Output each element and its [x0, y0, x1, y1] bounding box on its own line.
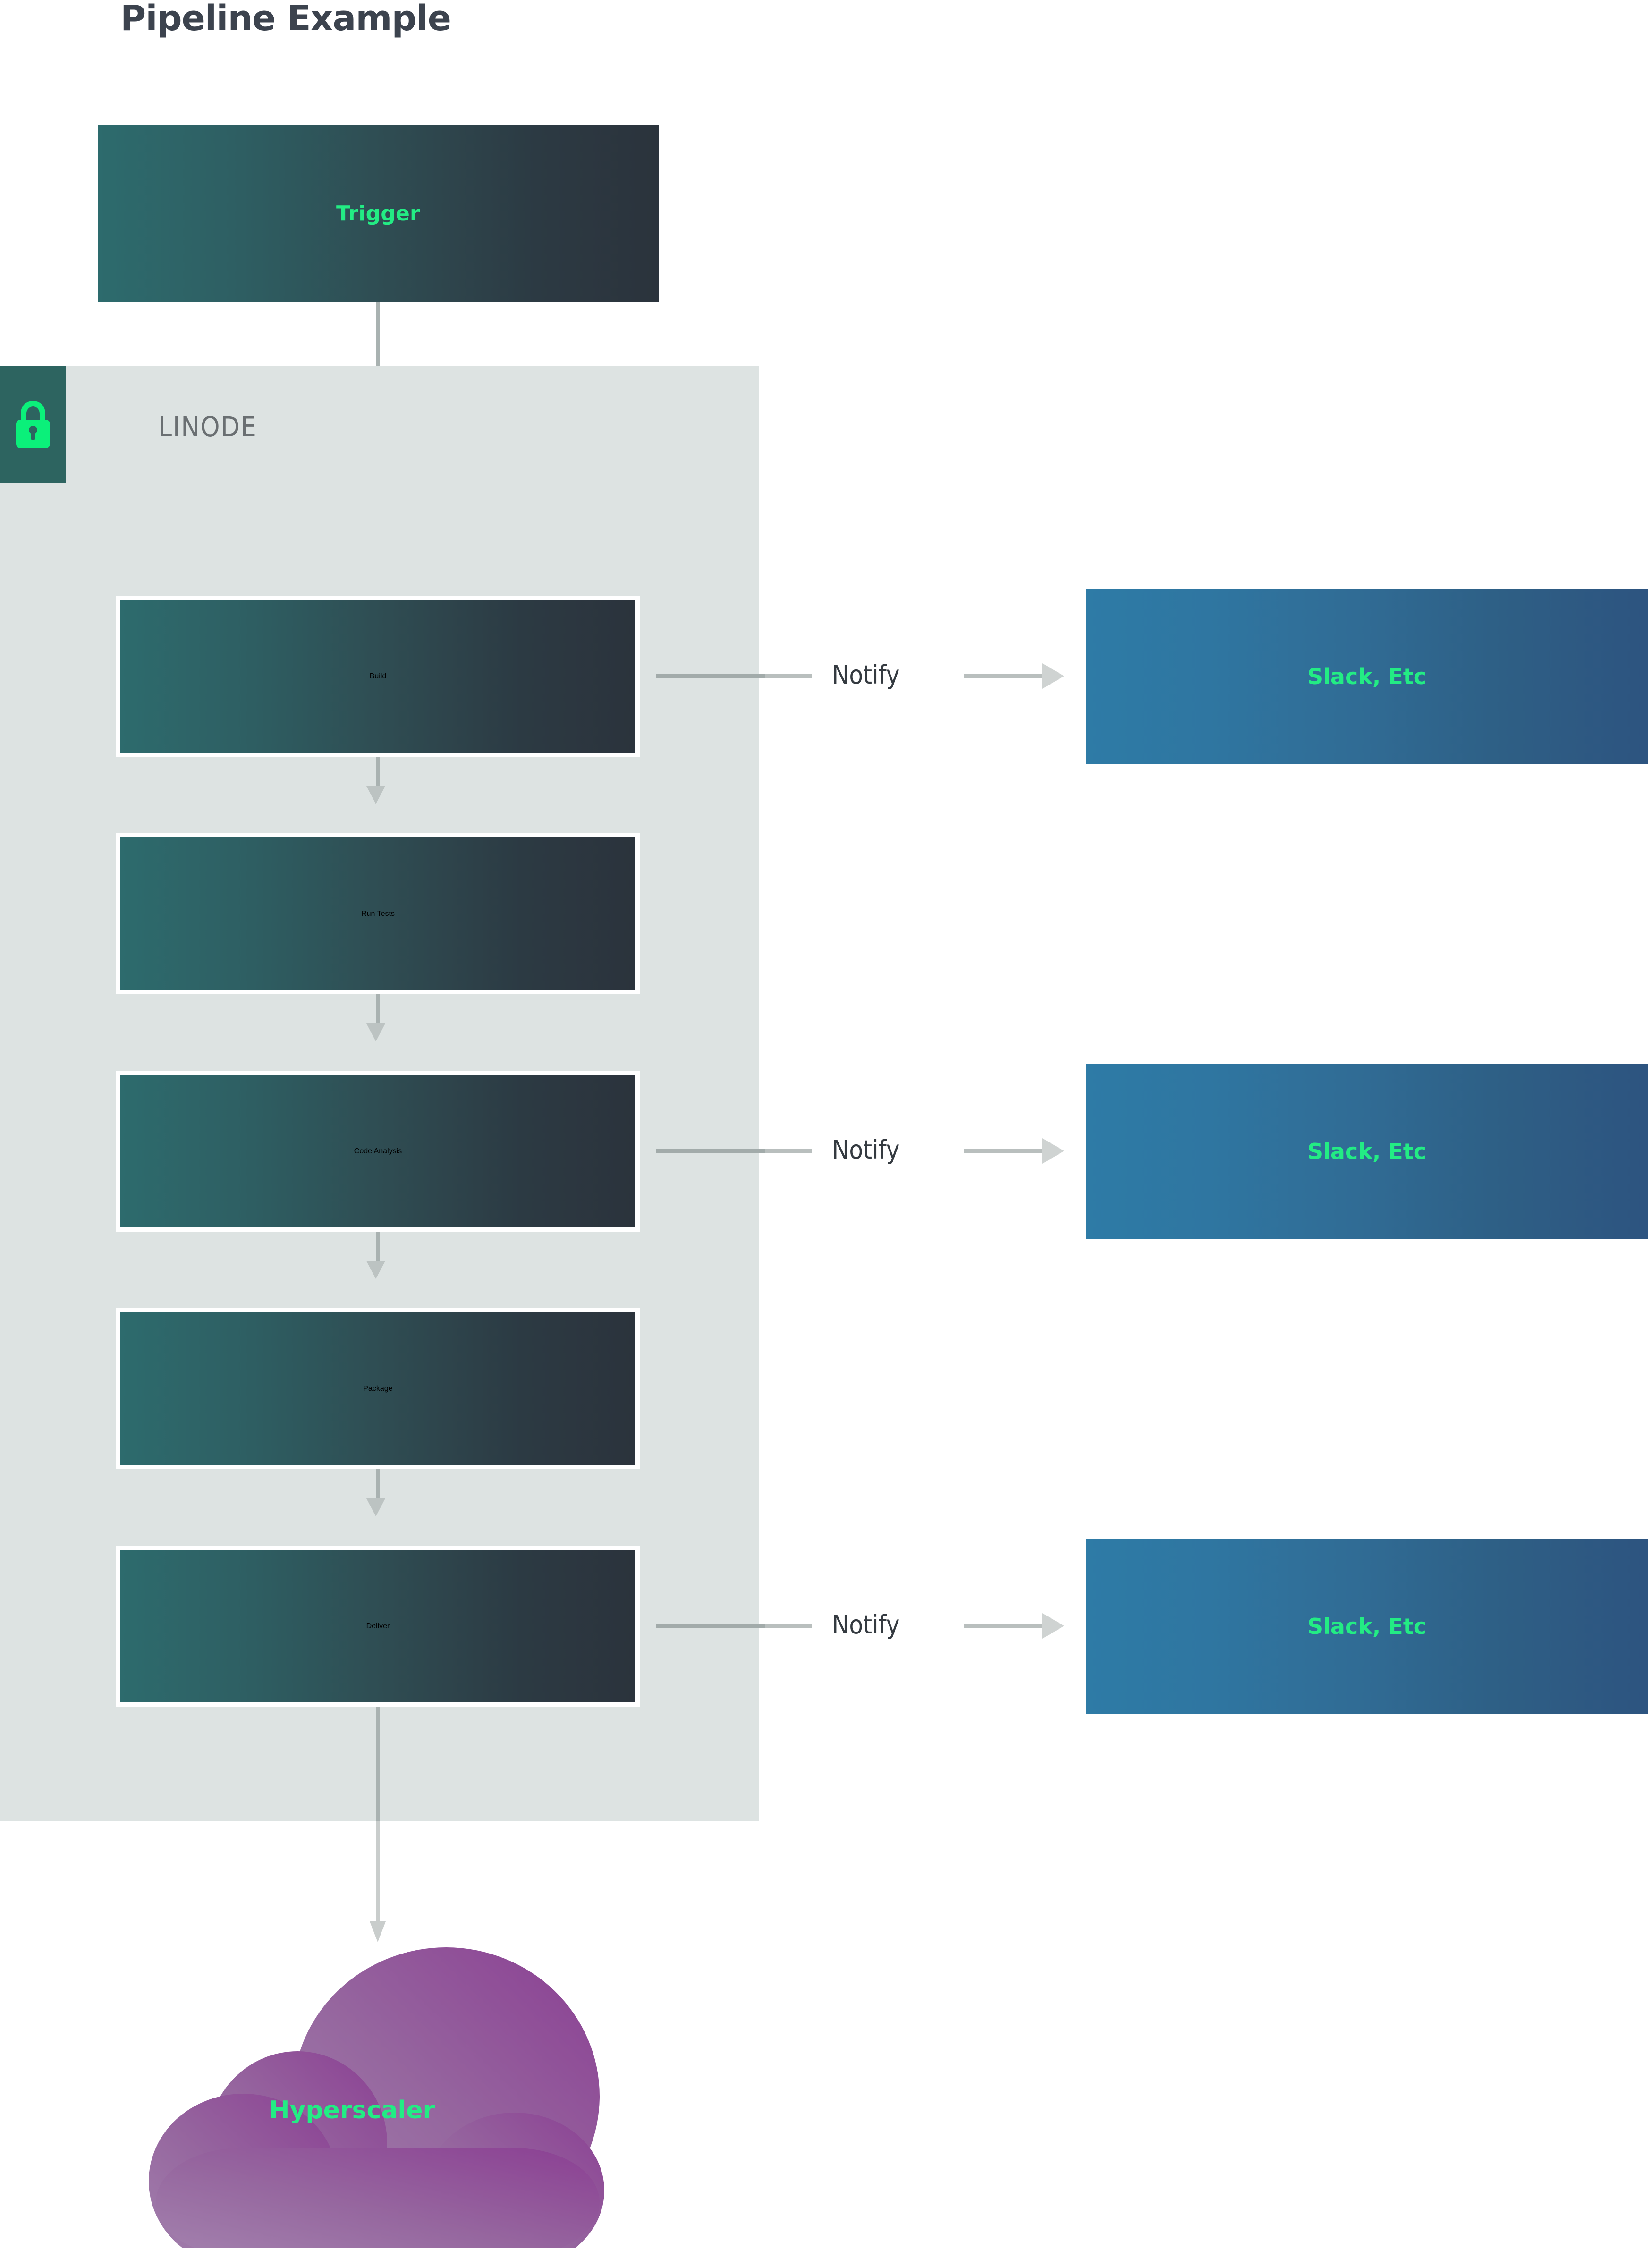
edge-deliver-to-slack-line-b: [765, 1624, 812, 1628]
edge-deliver-to-slack-arrowhead: [1042, 1613, 1064, 1639]
edge-deliver-to-hyperscaler-line-inside: [376, 1707, 380, 1821]
node-slack-3[interactable]: Slack, Etc: [1086, 1539, 1648, 1714]
page-title: Pipeline Example: [120, 0, 451, 39]
edge-code-analysis-to-slack-line-a: [656, 1149, 765, 1153]
node-hyperscaler[interactable]: [142, 1940, 614, 2250]
node-package[interactable]: Package: [116, 1308, 640, 1469]
node-deliver[interactable]: Deliver: [116, 1546, 640, 1707]
node-deliver-label: Deliver: [366, 1622, 390, 1630]
node-slack-1-label: Slack, Etc: [1307, 664, 1426, 689]
edge-code-analysis-to-package-line: [376, 1232, 380, 1265]
edge-deliver-to-hyperscaler-arrowhead: [370, 1921, 386, 1942]
edge-code-analysis-to-slack-line-b: [765, 1149, 812, 1153]
node-build-label: Build: [369, 672, 387, 680]
linode-label: LINODE: [158, 411, 257, 443]
node-run-tests-label: Run Tests: [361, 909, 395, 918]
node-slack-2-label: Slack, Etc: [1307, 1139, 1426, 1164]
node-slack-2[interactable]: Slack, Etc: [1086, 1064, 1648, 1239]
edge-deliver-to-hyperscaler-line-outside: [376, 1821, 380, 1925]
edge-run-tests-to-code-analysis-arrowhead: [366, 1023, 385, 1041]
node-trigger-label: Trigger: [336, 202, 420, 226]
edge-code-analysis-to-slack-label: Notify: [832, 1135, 900, 1165]
node-slack-3-label: Slack, Etc: [1307, 1614, 1426, 1639]
edge-deliver-to-slack-line-a: [656, 1624, 765, 1628]
edge-deliver-to-slack-line-c: [964, 1624, 1044, 1628]
edge-build-to-slack-label: Notify: [832, 660, 900, 690]
edge-run-tests-to-code-analysis-line: [376, 994, 380, 1027]
node-hyperscaler-label: Hyperscaler: [269, 2096, 435, 2124]
edge-code-analysis-to-slack-arrowhead: [1042, 1138, 1064, 1164]
node-slack-1[interactable]: Slack, Etc: [1086, 589, 1648, 764]
edge-build-to-slack-line-c: [964, 674, 1044, 678]
edge-package-to-deliver-line: [376, 1469, 380, 1502]
edge-deliver-to-slack-label: Notify: [832, 1610, 900, 1640]
edge-code-analysis-to-package-arrowhead: [366, 1261, 385, 1279]
edge-package-to-deliver-arrowhead: [366, 1498, 385, 1516]
edge-build-to-slack-line-a: [656, 674, 765, 678]
edge-build-to-slack-arrowhead: [1042, 663, 1064, 689]
node-package-label: Package: [363, 1384, 393, 1393]
edge-code-analysis-to-slack-line-c: [964, 1149, 1044, 1153]
node-trigger[interactable]: Trigger: [98, 125, 659, 302]
node-code-analysis-label: Code Analysis: [354, 1147, 402, 1155]
edge-build-to-slack-line-b: [765, 674, 812, 678]
lock-icon: [0, 366, 66, 483]
node-run-tests[interactable]: Run Tests: [116, 833, 640, 994]
node-build[interactable]: Build: [116, 596, 640, 757]
node-code-analysis[interactable]: Code Analysis: [116, 1071, 640, 1232]
edge-build-to-run-tests-arrowhead: [366, 786, 385, 804]
edge-build-to-run-tests-line: [376, 757, 380, 790]
